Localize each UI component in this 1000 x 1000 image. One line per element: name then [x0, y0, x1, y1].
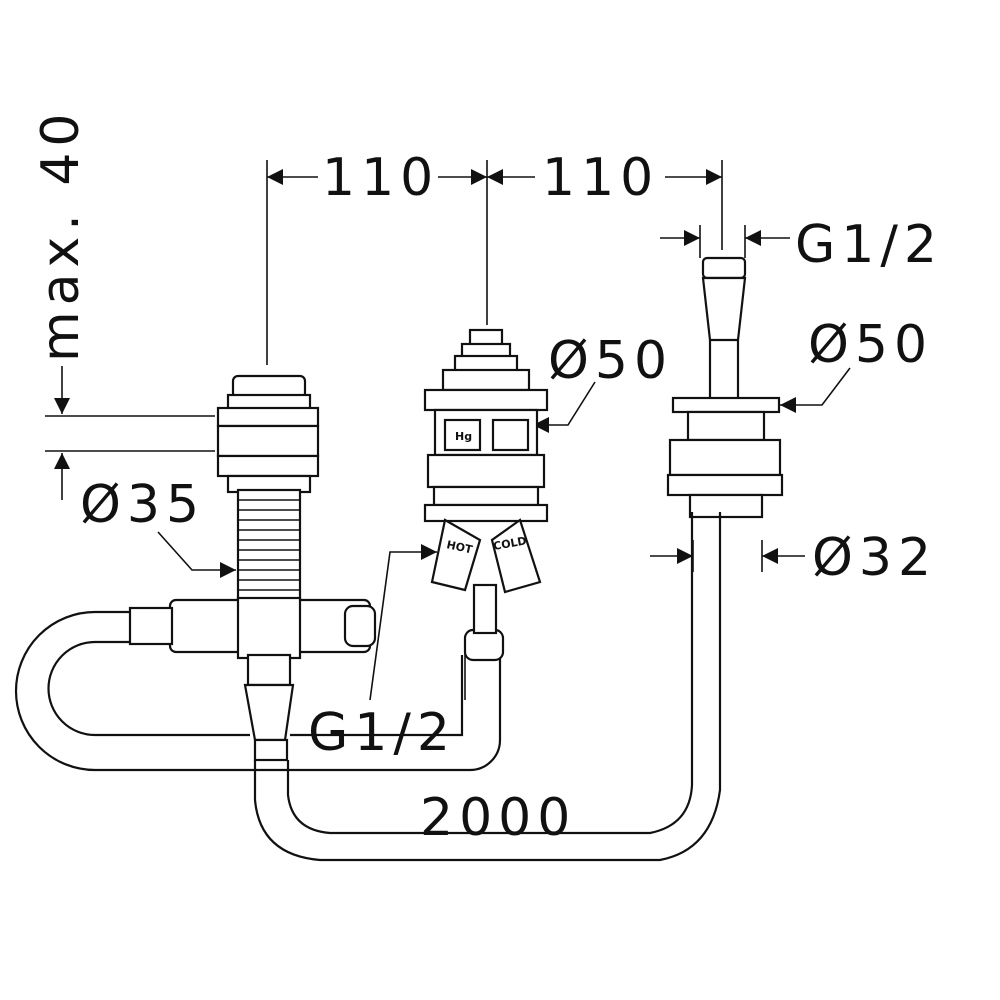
hot-label: HOT — [445, 538, 474, 556]
mercury-label: Hg — [455, 430, 472, 443]
dim-hose-length: 2000 — [420, 788, 576, 848]
dim-spacing-right: 110 — [542, 148, 659, 208]
right-shower-holder — [666, 256, 784, 519]
dim-thread-top: G1/2 — [795, 215, 943, 275]
dim-diameter-right: Ø50 — [808, 315, 933, 375]
dim-spacing-left: 110 — [322, 148, 439, 208]
dim-diameter-left: Ø35 — [80, 475, 205, 535]
dimension-lines — [45, 160, 851, 701]
cold-label: COLD — [492, 534, 527, 553]
dim-max-depth: max. 40 — [31, 107, 91, 362]
loop-hose — [14, 583, 505, 772]
shower-hose — [253, 340, 740, 862]
center-mixer-valve: Hg HOT COLD — [423, 328, 549, 594]
dim-diameter-lower-right: Ø32 — [812, 528, 937, 588]
left-spout-assembly — [128, 374, 377, 762]
dim-thread-bottom: G1/2 — [308, 703, 456, 763]
dim-diameter-center: Ø50 — [548, 331, 673, 391]
